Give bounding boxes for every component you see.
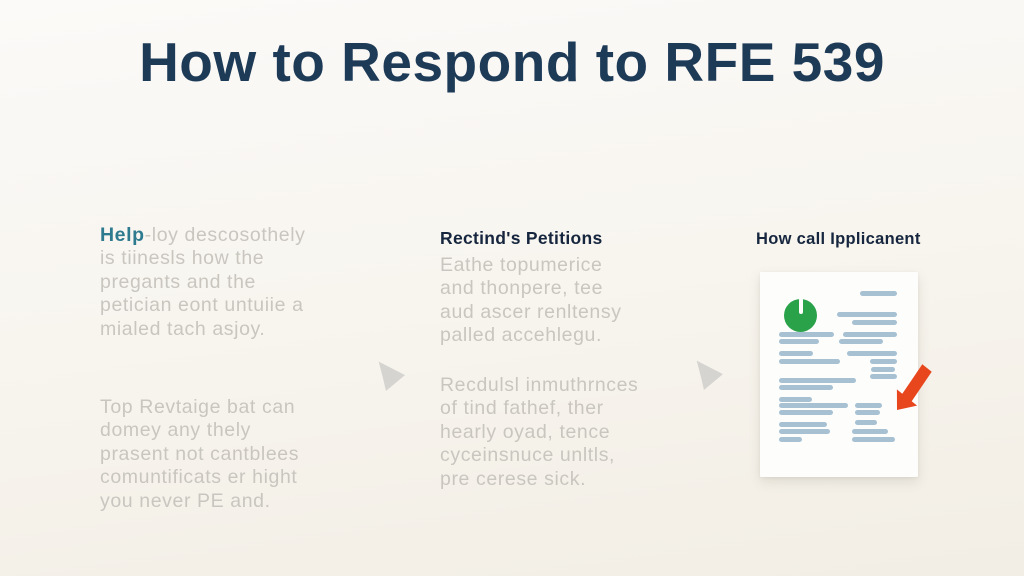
text-line: prasent not cantblees bbox=[100, 442, 300, 465]
document-text-line bbox=[854, 419, 877, 425]
lead-rest: -loy descosothely bbox=[144, 224, 306, 246]
document-text-line bbox=[778, 422, 827, 428]
document-text-line bbox=[778, 436, 803, 442]
document-text-line bbox=[778, 339, 819, 345]
document-text-line bbox=[871, 366, 896, 372]
text-line: mialed tach asjoy. bbox=[100, 317, 266, 340]
flow-arrow-icon bbox=[378, 361, 405, 391]
document-text-line bbox=[869, 374, 897, 380]
document-text-line bbox=[847, 351, 897, 357]
document-text-line bbox=[869, 359, 897, 365]
text-line: aud ascer renltensy bbox=[440, 300, 622, 323]
left-column-block-1: Help-loy descosothely is tiinesls how th… bbox=[100, 224, 306, 341]
text-line: cyceinsnuce unltls, bbox=[440, 444, 616, 467]
text-line: domey any thely bbox=[100, 419, 251, 442]
text-line: and thonpere, tee bbox=[440, 277, 604, 300]
middle-column-heading: Rectind's Petitions bbox=[440, 228, 603, 248]
text-line: Help-loy descosothely bbox=[100, 224, 306, 247]
text-line: palled accehlegu. bbox=[440, 324, 602, 347]
document-lines bbox=[760, 272, 918, 477]
document-text-line bbox=[851, 436, 895, 442]
pie-chart-slit bbox=[798, 298, 803, 314]
document-text-line bbox=[778, 402, 848, 408]
document-text-line bbox=[778, 351, 813, 357]
text-line: petician eont untuiie a bbox=[100, 294, 304, 317]
page-title: How to Respond to RFE 539 bbox=[139, 31, 885, 93]
document-text-line bbox=[778, 409, 833, 415]
right-column-heading: How call Ipplicanent bbox=[756, 230, 921, 248]
document-text-line bbox=[778, 384, 833, 390]
text-line: Eathe topumerice bbox=[440, 254, 603, 276]
document-text-line bbox=[778, 428, 830, 434]
text-line: pre cerese sick. bbox=[440, 467, 587, 490]
text-line: is tiinesls how the bbox=[100, 247, 265, 270]
text-line: of tind fathef, ther bbox=[440, 397, 604, 420]
document-text-line bbox=[778, 359, 840, 365]
text-line: Recdulsl inmuthrnces bbox=[440, 374, 639, 396]
document-text-line bbox=[778, 377, 856, 383]
document-text-line bbox=[842, 332, 897, 338]
highlight-arrow-icon bbox=[896, 364, 932, 410]
document-text-line bbox=[851, 428, 888, 434]
document-text-line bbox=[836, 312, 897, 318]
document-text-line bbox=[839, 339, 883, 345]
document-text-line bbox=[854, 409, 880, 415]
document-text-line bbox=[860, 291, 897, 297]
document-text-line bbox=[778, 396, 812, 402]
left-column-block-2: Top Revtaige bat can domey any thely pra… bbox=[100, 396, 299, 513]
document-illustration bbox=[760, 272, 918, 477]
document-text-line bbox=[778, 332, 834, 338]
middle-column-block-2: Recdulsl inmuthrnces of tind fathef, the… bbox=[440, 374, 638, 491]
text-line: you never PE and. bbox=[100, 489, 271, 512]
text-line: comuntificats er hight bbox=[100, 466, 298, 489]
text-line: pregants and the bbox=[100, 270, 256, 293]
middle-column-block-1: Eathe topumerice and thonpere, tee aud a… bbox=[440, 254, 622, 348]
document-text-line bbox=[854, 402, 882, 408]
pie-chart-icon bbox=[784, 298, 817, 332]
text-line: hearly oyad, tence bbox=[440, 420, 611, 443]
text-line: Top Revtaige bat can bbox=[100, 396, 296, 418]
document-text-line bbox=[851, 319, 897, 325]
flow-arrow-icon bbox=[696, 360, 723, 390]
lead-word: Help bbox=[100, 224, 145, 246]
